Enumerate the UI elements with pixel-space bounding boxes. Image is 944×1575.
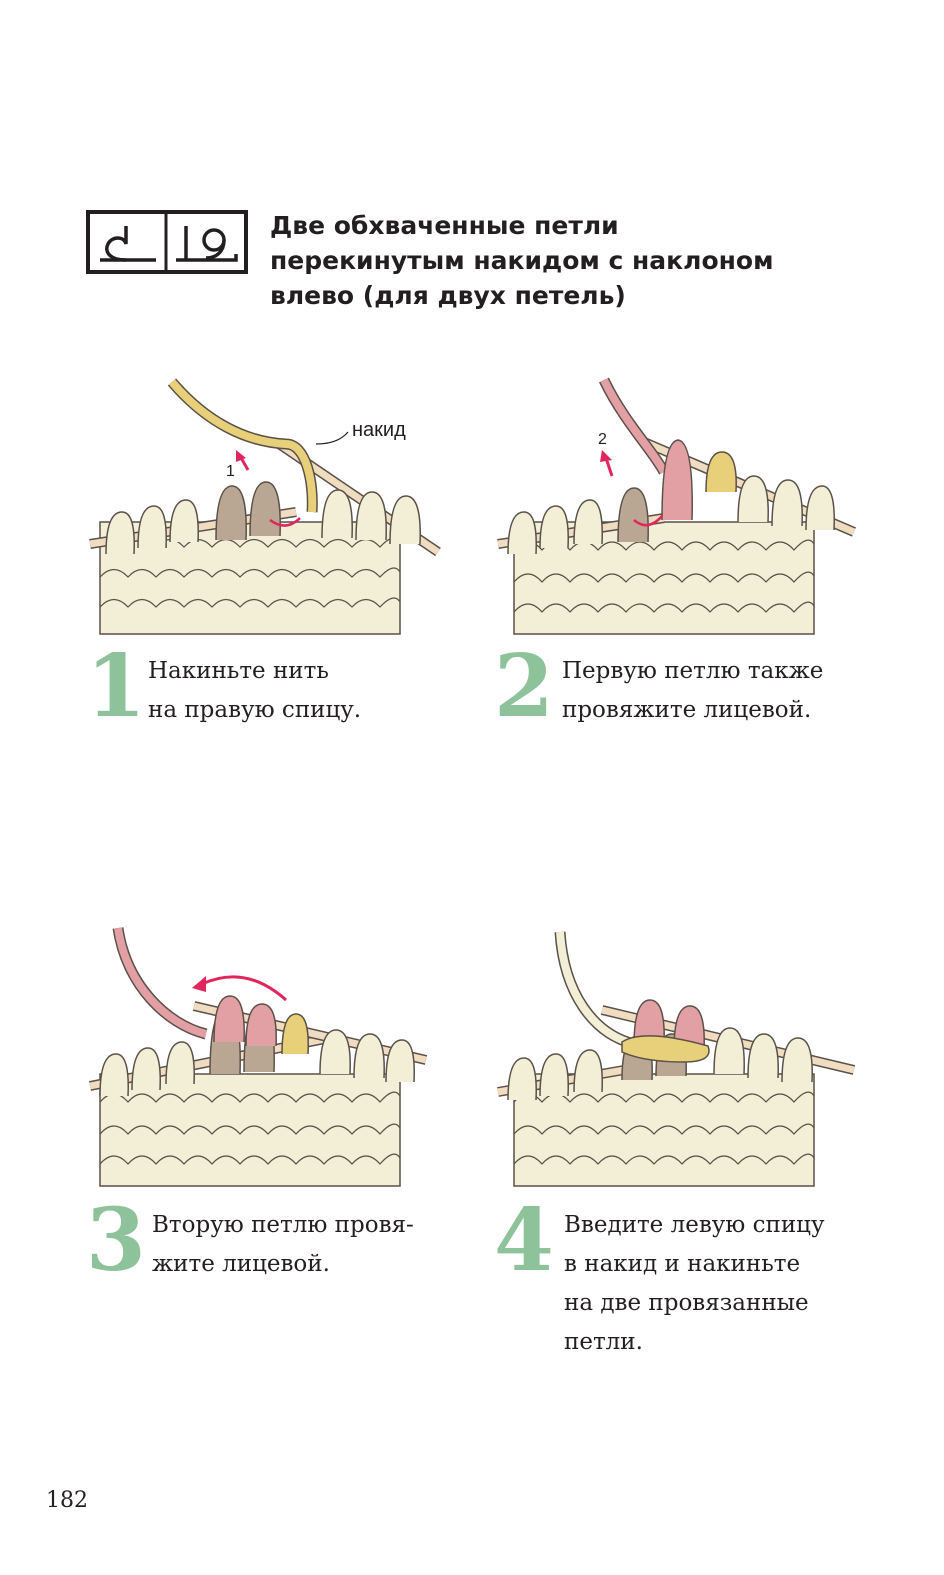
action-arrow: [604, 457, 614, 477]
arrow-number: 2: [598, 431, 607, 448]
arrow-number: 1: [226, 463, 235, 480]
step-3: 3 Вторую петлю провя- жите лицевой.: [86, 924, 506, 1304]
step-4: 4 Введите левую спицу в накид и накиньте…: [494, 924, 914, 1364]
page-number: 182: [46, 1488, 88, 1513]
step-text: Введите левую спицу в накид и накиньте н…: [564, 1212, 825, 1355]
loops-on-left-needle: [105, 481, 281, 555]
page-title: Две обхваченные петли перекинутым накидо…: [270, 211, 774, 310]
step-2: 2 2 Первую петлю также провяжите лицевой…: [494, 372, 914, 732]
step-text: Вторую петлю провя- жите лицевой.: [152, 1212, 414, 1277]
step-number: 1: [86, 636, 146, 737]
step-1-illustration: 1 накид: [89, 378, 441, 635]
step-4-illustration: [497, 931, 856, 1187]
label-leader-line: [315, 431, 349, 445]
two-loops-crossed-yarnover-left-icon: [86, 210, 248, 274]
action-arrow: [201, 975, 288, 1002]
step-text: Накиньте нить на правую спицу.: [148, 658, 362, 723]
step-number: 2: [494, 636, 554, 737]
step-number: 3: [86, 1190, 146, 1291]
step-2-illustration: 2: [497, 377, 856, 635]
label-yarnover: накид: [352, 419, 406, 441]
step-1: 1 накид 1 Накиньте нить на правую спицу.: [86, 372, 506, 732]
right-needle-loops: [321, 489, 421, 545]
step-text: Первую петлю также провяжите лицевой.: [562, 658, 824, 723]
step-3-illustration: [89, 927, 428, 1187]
step-number: 4: [494, 1190, 554, 1291]
section-header: Две обхваченные петли перекинутым накидо…: [86, 208, 866, 328]
